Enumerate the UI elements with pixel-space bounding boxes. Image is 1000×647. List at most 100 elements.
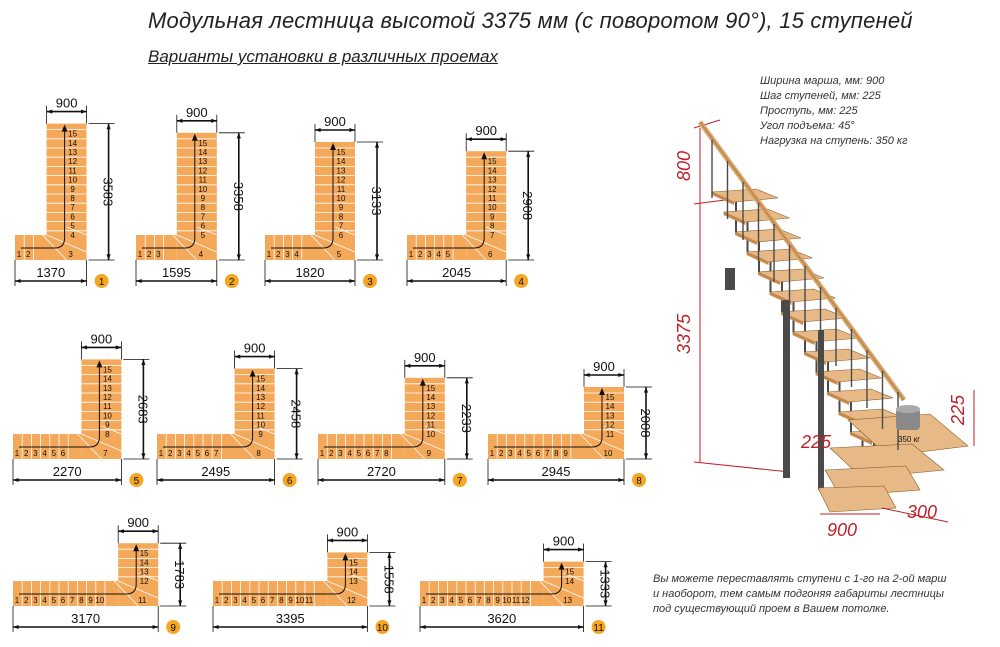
step-label: 4 [242, 596, 247, 605]
dim-height-head [178, 543, 183, 549]
walking-line [142, 136, 196, 249]
step-label: 8 [201, 203, 206, 212]
dim-top-label: 900 [414, 350, 436, 365]
variant-number: 5 [134, 476, 140, 487]
upper-flight [46, 123, 87, 260]
step-label: 10 [488, 203, 497, 212]
step-label: 1 [15, 449, 20, 458]
variant-number: 4 [518, 277, 524, 288]
tread-edge [746, 252, 769, 265]
step-label: 1 [320, 449, 325, 458]
lower-tread [817, 485, 897, 513]
dim-top-head [115, 345, 122, 350]
dim-length-head [13, 624, 19, 630]
step-label: 3 [68, 250, 73, 259]
specs-list: Ширина марша, мм: 900 Шаг ступеней, мм: … [760, 74, 908, 149]
dim-height-head [374, 142, 380, 148]
step-label: 13 [563, 596, 572, 605]
step-label: 9 [201, 194, 206, 203]
note-line-1: Вы можете переставлять ступени с 1-го на… [653, 573, 947, 585]
step-label: 6 [488, 250, 493, 259]
step-label: 12 [198, 166, 207, 175]
walking-arrow-icon [96, 360, 103, 368]
dim-top-head [618, 372, 624, 378]
step-label: 1 [409, 250, 414, 259]
step-label: 7 [70, 596, 75, 605]
winder-line [486, 226, 507, 236]
tread [734, 228, 802, 243]
step-label: 9 [563, 449, 568, 458]
step-label: 3 [427, 250, 432, 259]
step-label: 5 [52, 449, 57, 458]
dim-top-head [543, 547, 550, 552]
dim-length-head [361, 624, 368, 630]
dim-length-label: 1370 [36, 265, 65, 280]
step-label: 12 [140, 577, 149, 586]
dim-top-label: 900 [593, 359, 615, 374]
dim-top-head [81, 345, 88, 350]
step-label: 5 [201, 231, 206, 240]
dim-top-label: 900 [56, 96, 78, 111]
walking-line [426, 565, 563, 595]
tread [803, 348, 871, 363]
step-label: 10 [198, 185, 207, 194]
upper-flight [466, 151, 507, 260]
step-label: 15 [198, 139, 207, 148]
tread-edge [735, 232, 757, 245]
step-label: 5 [196, 449, 201, 458]
variant-number: 2 [229, 277, 235, 288]
step-label: 14 [198, 148, 207, 157]
step-label: 7 [490, 231, 495, 240]
dim-height-head [603, 561, 608, 568]
dim-top-head [234, 354, 241, 359]
dim-height-label: 2008 [638, 409, 653, 438]
dim-length-head [265, 278, 271, 284]
walking-line [324, 381, 424, 448]
rearrange-note: Вы можете переставлять ступени с 1-го на… [653, 572, 947, 617]
step-label: 15 [256, 375, 265, 384]
winder-line [81, 433, 122, 452]
dim-height-head [526, 151, 531, 157]
dim-height-label: 2683 [135, 395, 150, 424]
dim-height-head [526, 254, 531, 260]
step-label: 10 [604, 449, 613, 458]
dim-height-head [603, 600, 608, 606]
tread [792, 328, 859, 343]
step-label: 7 [477, 596, 482, 605]
dim-top-head [46, 109, 53, 114]
step-label: 6 [261, 596, 266, 605]
dim-height-head [387, 600, 392, 606]
winder-line [404, 433, 445, 452]
dim-height-head [374, 254, 380, 260]
dim-length-label: 3620 [487, 611, 516, 626]
dim-height-label-3d: 3375 [674, 313, 694, 354]
dim-height-head [294, 453, 299, 459]
walking-line [219, 556, 346, 595]
step-label: 11 [256, 411, 265, 420]
dim-top-head [327, 538, 334, 543]
dim-length-label: 1595 [162, 265, 191, 280]
tread [711, 188, 779, 203]
variant-badge [282, 473, 297, 487]
walking-arrow-icon [481, 152, 488, 160]
dim-length-head [211, 278, 217, 284]
variant-number: 8 [636, 476, 642, 487]
dim-length-head [268, 477, 275, 483]
dim-length-head [136, 278, 142, 284]
dim-tick [693, 461, 791, 473]
step-label: 7 [339, 222, 344, 231]
step-label: 6 [201, 222, 206, 231]
step-label: 3 [33, 449, 38, 458]
variant-badge [166, 620, 181, 634]
tread-edge [827, 392, 849, 405]
step-label: 8 [79, 596, 84, 605]
step-label: 4 [449, 596, 454, 605]
step-label: 14 [68, 139, 77, 148]
dim-length-head [488, 477, 494, 483]
step-label: 10 [68, 176, 77, 185]
winder-line [46, 234, 87, 253]
step-label: 4 [517, 449, 522, 458]
